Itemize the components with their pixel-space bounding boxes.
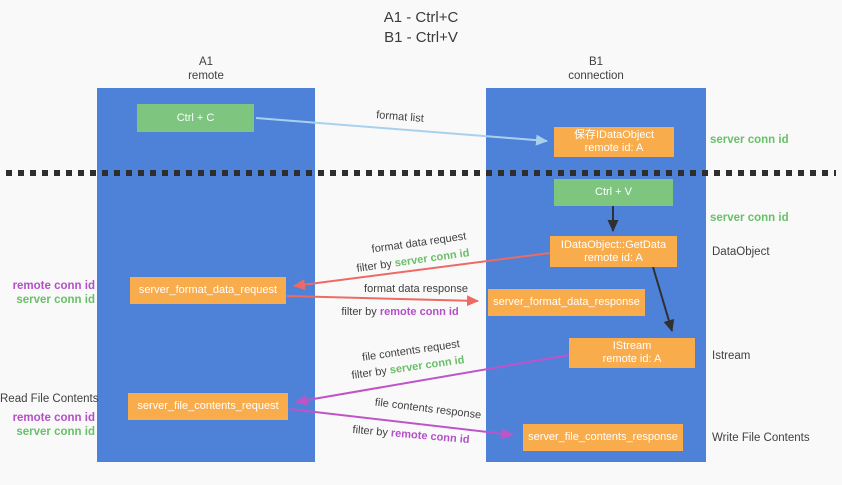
server-conn-id-label-top: server conn id	[710, 134, 789, 146]
left-conn-id-group-2: remote conn id server conn id	[0, 411, 95, 439]
istream-line1: IStream	[612, 340, 652, 352]
filter-by-text: filter by	[341, 306, 377, 318]
remote-conn-id-text: remote conn id	[379, 306, 459, 318]
server-conn-id-label-2: server conn id	[16, 426, 95, 438]
server-format-data-response-label: server_format_data_response	[493, 296, 640, 308]
istream-line2: remote id: A	[602, 353, 662, 365]
server-conn-id-label-1: server conn id	[16, 294, 95, 306]
format-data-response-arrow	[286, 295, 479, 307]
lifeline-left-subtitle: remote	[188, 70, 224, 82]
lifeline-right-subtitle: connection	[568, 70, 624, 82]
filter-by-remote-conn-id-label-1: filter by remote conn id	[341, 306, 458, 318]
format-data-response-label: format data response	[364, 283, 468, 295]
remote-conn-id-text: remote conn id	[390, 427, 470, 447]
filter-by-remote-conn-id-label-2: filter by remote conn id	[352, 424, 470, 446]
lifeline-right-title: B1	[588, 56, 604, 68]
getdata-line1: IDataObject::GetData	[560, 238, 667, 251]
istream-side-label: Istream	[712, 350, 751, 362]
session-separator-line	[6, 170, 836, 176]
server-conn-id-label-mid: server conn id	[710, 212, 789, 224]
server-format-data-request-label: server_format_data_request	[138, 284, 278, 296]
node-getdata: IDataObject::GetData remote id: A	[550, 236, 677, 267]
node-server-format-data-response: server_format_data_response	[488, 289, 645, 316]
read-file-contents-label: Read File Contents	[0, 393, 99, 405]
file-contents-response-label: file contents response	[374, 396, 482, 422]
format-list-label: format list	[375, 109, 425, 125]
left-conn-id-group-1: remote conn id server conn id	[0, 279, 95, 307]
node-ctrl-v: Ctrl + V	[554, 179, 673, 206]
node-save-idataobject: 保存IDataObject remote id: A	[554, 127, 674, 157]
lifeline-left-header: A1 remote	[97, 55, 315, 83]
dataobject-label: DataObject	[712, 246, 770, 258]
diagram-title: A1 - Ctrl+C B1 - Ctrl+V	[0, 8, 842, 48]
getdata-line2: remote id: A	[584, 251, 643, 264]
filter-by-text: filter by	[352, 423, 389, 439]
write-file-contents-label: Write File Contents	[712, 432, 810, 444]
node-ctrl-c: Ctrl + C	[137, 104, 254, 132]
server-file-contents-response-label: server_file_contents_response	[528, 431, 678, 443]
save-idataobject-line2: remote id: A	[584, 142, 644, 154]
lifeline-left-title: A1	[198, 56, 214, 68]
save-idataobject-line1: 保存IDataObject	[573, 129, 655, 141]
filter-by-text: filter by	[355, 258, 393, 275]
title-line-a1: A1 - Ctrl+C	[383, 9, 459, 26]
node-server-format-data-request: server_format_data_request	[130, 277, 286, 304]
title-line-b1: B1 - Ctrl+V	[384, 29, 458, 46]
remote-conn-id-label-2: remote conn id	[12, 412, 95, 424]
remote-conn-id-label-1: remote conn id	[12, 280, 95, 292]
node-server-file-contents-request: server_file_contents_request	[128, 393, 288, 420]
filter-by-text: filter by	[350, 365, 388, 382]
lifeline-right-header: B1 connection	[486, 55, 706, 83]
node-istream: IStream remote id: A	[569, 338, 695, 368]
ctrl-v-label: Ctrl + V	[595, 186, 632, 198]
ctrl-c-label: Ctrl + C	[176, 111, 215, 124]
server-file-contents-request-label: server_file_contents_request	[137, 400, 279, 412]
node-server-file-contents-response: server_file_contents_response	[523, 424, 683, 451]
